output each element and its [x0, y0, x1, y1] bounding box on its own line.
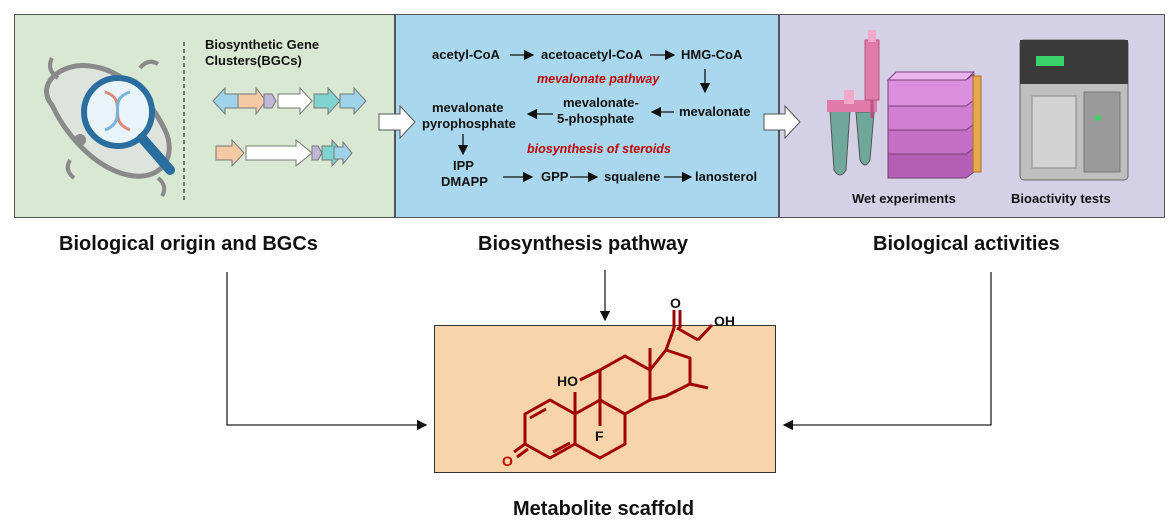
lanosterol-label: lanosterol [695, 169, 758, 184]
acetoacetyl-coa-label: acetoacetyl-CoA [541, 47, 643, 62]
connector-lines [226, 270, 992, 431]
squalene-label: squalene [604, 169, 661, 184]
carbonyl-oxygen-label: O [670, 295, 681, 311]
biosynthesis-pathway-panel [395, 14, 779, 218]
flow-arrow-1 [378, 104, 416, 140]
metabolite-scaffold-caption: Metabolite scaffold [513, 498, 695, 520]
test-tubes-icon [827, 90, 877, 176]
pipette-icon [864, 30, 880, 118]
mevalonate-5-phosphate-line1: mevalonate- [563, 95, 639, 110]
mevalonate-pyrophosphate-line2: pyrophosphate [422, 116, 516, 131]
pathway-arrows [457, 49, 711, 183]
ipp-label: IPP [453, 158, 474, 173]
biological-origin-caption: Biological origin and BGCs [59, 233, 318, 255]
biosynthesis-pathway-caption: Biosynthesis pathway [478, 233, 689, 255]
ketone-oxygen-label: O [502, 453, 513, 469]
mevalonate-pathway-label: mevalonate pathway [537, 72, 660, 86]
metabolite-scaffold-box [434, 325, 776, 473]
fluorine-label: F [595, 428, 604, 444]
terminal-hydroxyl-label: OH [714, 313, 735, 329]
well-plates-icon [886, 71, 982, 179]
gpp-label: GPP [541, 169, 569, 184]
wet-experiments-label: Wet experiments [852, 191, 956, 206]
dna-icon [104, 90, 131, 132]
mevalonate-5-phosphate-line2: 5-phosphate [557, 111, 635, 126]
gene-cluster-2 [215, 138, 353, 168]
bgc-title-line2: Clusters(BGCs) [205, 53, 302, 68]
flow-arrow-2 [763, 104, 801, 140]
mevalonate-pyrophosphate-line1: mevalonate [432, 100, 504, 115]
biological-activities-caption: Biological activities [873, 233, 1060, 255]
acetyl-coa-label: acetyl-CoA [432, 47, 500, 62]
gene-cluster-1 [212, 86, 367, 116]
mevalonate-label: mevalonate [679, 104, 751, 119]
steroid-biosynthesis-label: biosynthesis of steroids [527, 142, 671, 156]
hydroxyl-label: HO [557, 373, 578, 389]
dmapp-label: DMAPP [441, 174, 488, 189]
bioactivity-tests-label: Bioactivity tests [1011, 191, 1111, 206]
bgc-title-line1: Biosynthetic Gene [205, 37, 320, 52]
hmg-coa-label: HMG-CoA [681, 47, 743, 62]
analyzer-instrument-icon [1019, 39, 1129, 181]
steroid-molecule [513, 310, 714, 460]
